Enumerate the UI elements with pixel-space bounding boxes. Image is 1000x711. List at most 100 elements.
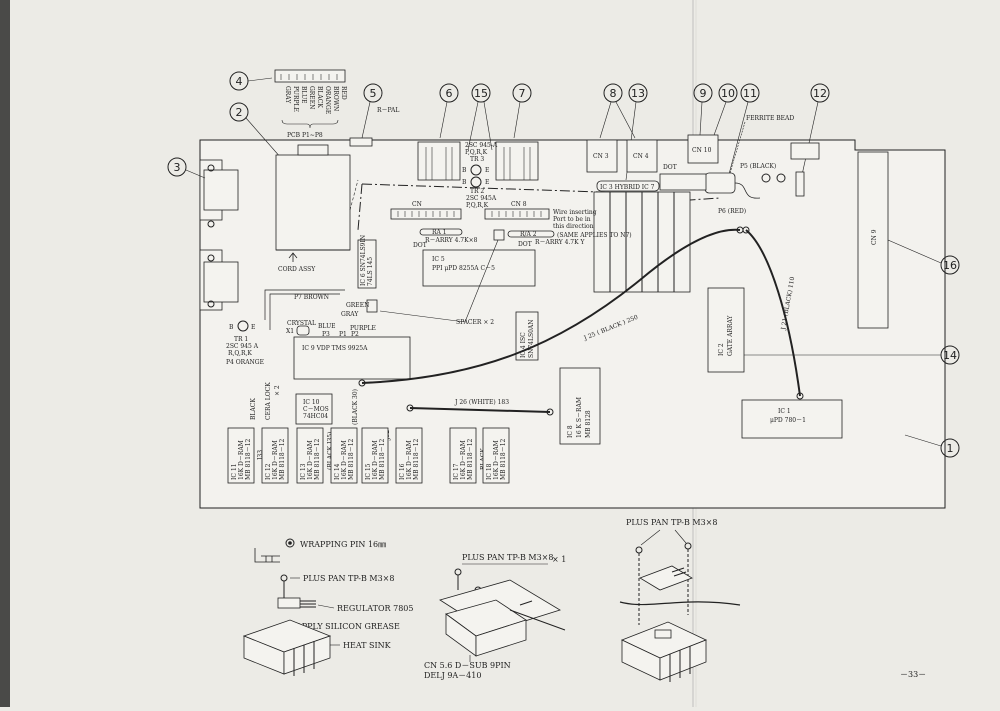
p2-label: P2 xyxy=(351,331,359,338)
crystal xyxy=(296,325,310,336)
spacer xyxy=(493,229,505,241)
svg-text:B: B xyxy=(229,324,234,331)
ic9-label: IC 9 VDP TMS 9925A xyxy=(302,345,368,352)
pin-label: RED xyxy=(340,86,347,100)
pin-label: BLACK xyxy=(316,86,323,108)
callout-16: 16 xyxy=(887,239,960,275)
ic1-label: IC 1 xyxy=(778,408,791,415)
mount-hole xyxy=(207,300,215,308)
svg-text:IC 2: IC 2 xyxy=(718,343,725,356)
pin-label: GREEN xyxy=(308,86,315,109)
dsub-connector-7 xyxy=(495,141,539,181)
callout-10: 10 xyxy=(704,83,738,161)
jumper-j25 xyxy=(361,228,741,384)
svg-text:P,Q,R,K: P,Q,R,K xyxy=(465,149,488,156)
x1-label: X1 xyxy=(286,328,294,335)
mount-hole xyxy=(207,254,215,262)
svg-text:R,Q,R,K: R,Q,R,K xyxy=(228,350,252,357)
svg-text:5: 5 xyxy=(370,87,377,100)
screw1-label: PLUS PAN TP-B M3×8 xyxy=(303,574,394,583)
black-tag: (BLACK 30) xyxy=(352,389,359,425)
p6-label: P6 (RED) xyxy=(718,208,746,215)
regulator-label: REGULATOR 7805 xyxy=(337,604,413,613)
pin-label: PURPLE xyxy=(292,86,299,112)
svg-text:TR 1: TR 1 xyxy=(234,336,248,343)
svg-text:IC 18: IC 18 xyxy=(486,463,493,480)
svg-text:C－MOS: C－MOS xyxy=(303,406,329,413)
dram-ic16: IC 16 16K D－RAM MB 8118－12 xyxy=(395,427,423,484)
cn10-plug xyxy=(659,173,707,191)
svg-text:16K D－RAM: 16K D－RAM xyxy=(238,440,245,480)
black-tag: (BLACK J35) xyxy=(327,432,334,470)
svg-text:IC 4 ISC: IC 4 ISC xyxy=(520,332,527,358)
hybrid-ic xyxy=(596,180,660,192)
svg-text:6: 6 xyxy=(446,87,453,100)
svg-text:11: 11 xyxy=(743,87,757,100)
svg-text:15: 15 xyxy=(474,87,488,100)
svg-text:IC 12: IC 12 xyxy=(265,463,272,480)
callout-11: 11 xyxy=(727,83,760,179)
pcb-label: PCB P1~P8 xyxy=(287,132,323,139)
callout-5: 5 xyxy=(361,83,383,139)
dram-ic14: IC 14 16K D－RAM MB 8118－12 xyxy=(330,427,358,484)
ic1-cpu xyxy=(741,399,843,439)
svg-text:MB 8118－12: MB 8118－12 xyxy=(245,438,252,480)
dot-label: DOT xyxy=(518,241,532,248)
cera-lock-label: CERA LOCK xyxy=(265,382,272,420)
svg-text:16K D－RAM: 16K D－RAM xyxy=(341,440,348,480)
ra1 xyxy=(419,228,463,236)
svg-text:MB 8118－12: MB 8118－12 xyxy=(279,438,286,480)
j26-label: J 26 (WHITE) 183 xyxy=(454,399,509,406)
dram-ic11: IC 11 16K D－RAM MB 8118－12 xyxy=(227,427,255,484)
pin-label: BROWN xyxy=(332,86,339,111)
svg-text:4: 4 xyxy=(236,75,243,88)
screw2-label: PLUS PAN TP-B M3×8 xyxy=(462,553,553,562)
p4-label: P4 ORANGE xyxy=(226,359,264,366)
cn9-connector xyxy=(857,151,889,329)
svg-text:MB 8118－12: MB 8118－12 xyxy=(348,438,355,480)
svg-text:Port to be in: Port to be in xyxy=(553,216,591,223)
p1-label: P1 xyxy=(339,331,347,338)
svg-text:IC 14: IC 14 xyxy=(334,463,341,480)
svg-text:MB 8128: MB 8128 xyxy=(585,410,592,438)
r-pal xyxy=(349,137,373,147)
svg-text:9: 9 xyxy=(700,87,707,100)
grease-label: APPLY SILICON GREASE xyxy=(295,622,400,631)
svg-text:16K D－RAM: 16K D－RAM xyxy=(406,440,413,480)
binding-edge xyxy=(0,0,10,707)
ic5-ppi xyxy=(422,249,536,287)
cera-lock-qty: × 2 xyxy=(274,385,281,396)
left-connector-bottom-jack xyxy=(203,261,239,303)
svg-text:16K D－RAM: 16K D－RAM xyxy=(307,440,314,480)
callout-15: 15 xyxy=(467,83,493,151)
screw3-label: PLUS PAN TP-B M3×8 xyxy=(626,518,717,527)
svg-text:E: E xyxy=(485,167,489,174)
ic10 xyxy=(295,393,333,425)
ra2 xyxy=(507,230,555,238)
svg-text:13: 13 xyxy=(631,87,645,100)
callout-8: 8 xyxy=(599,83,636,139)
svg-text:IC 13: IC 13 xyxy=(300,463,307,480)
spacer-label: SPACER × 2 xyxy=(456,319,494,326)
power-module xyxy=(275,154,351,251)
svg-text:B: B xyxy=(462,179,467,186)
cn7-label: CN xyxy=(412,201,422,208)
heatsink-assembly-icon xyxy=(619,542,741,682)
p5-label: P5 (BLACK) xyxy=(740,163,776,170)
svg-text:MB 8118－12: MB 8118－12 xyxy=(379,438,386,480)
screw-icon xyxy=(280,574,288,600)
wrapping-pin-label: WRAPPING PIN 16㎜ xyxy=(300,540,386,549)
svg-text:MB 8118－12: MB 8118－12 xyxy=(314,438,321,480)
svg-text:74LS 145: 74LS 145 xyxy=(367,257,374,286)
svg-text:TR 2: TR 2 xyxy=(470,188,484,195)
cn10-label: CN 10 xyxy=(692,147,712,154)
same-applies-label: (SAME APPLIES TO N7) xyxy=(557,232,632,239)
callout-4: 4 xyxy=(229,71,273,91)
connector-pin-labels: GRAY PURPLE BLUE GREEN BLACK ORANGE BROW… xyxy=(284,86,347,114)
black-tag: BLACK xyxy=(250,398,257,420)
pin-connector xyxy=(274,69,346,83)
screw2-qty: × 1 xyxy=(552,555,566,564)
callout-12: 12 xyxy=(801,83,830,176)
svg-text:10: 10 xyxy=(721,87,735,100)
